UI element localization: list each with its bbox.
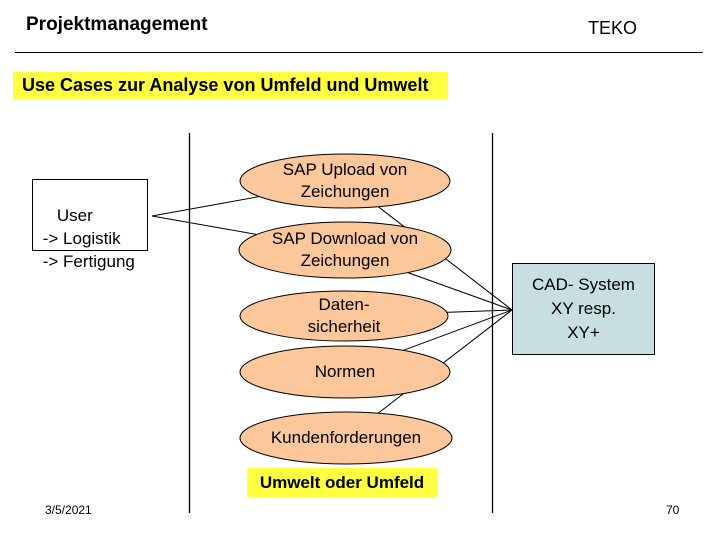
actor-box: User -> Logistik -> Fertigung xyxy=(32,179,148,271)
caption-label: Umwelt oder Umfeld xyxy=(259,472,425,492)
logo-text: TEKO xyxy=(588,18,638,38)
footer-page-number: 70 xyxy=(666,503,680,517)
actor-label: User -> Logistik -> Fertigung xyxy=(42,206,135,271)
usecase-ellipse-datensicherheit xyxy=(239,290,449,342)
usecase-ellipse-kundenforderungen xyxy=(239,411,453,465)
slide-subtitle: Use Cases zur Analyse von Umfeld und Umw… xyxy=(13,72,448,99)
caption-umwelt: Umwelt oder Umfeld xyxy=(247,468,437,497)
system-box-cad: CAD- System XY resp. XY+ xyxy=(512,263,655,355)
page-title: Projektmanagement xyxy=(26,14,208,35)
slide-subtitle-label: Use Cases zur Analyse von Umfeld und Umw… xyxy=(22,75,429,95)
usecase-ellipse-sap-download xyxy=(238,221,452,279)
system-box-label: CAD- System XY resp. XY+ xyxy=(532,275,635,342)
header-divider xyxy=(15,52,703,53)
footer-date: 3/5/2021 xyxy=(45,503,92,517)
usecase-ellipse-sap-upload xyxy=(239,153,451,209)
usecase-ellipse-normen xyxy=(239,345,451,399)
